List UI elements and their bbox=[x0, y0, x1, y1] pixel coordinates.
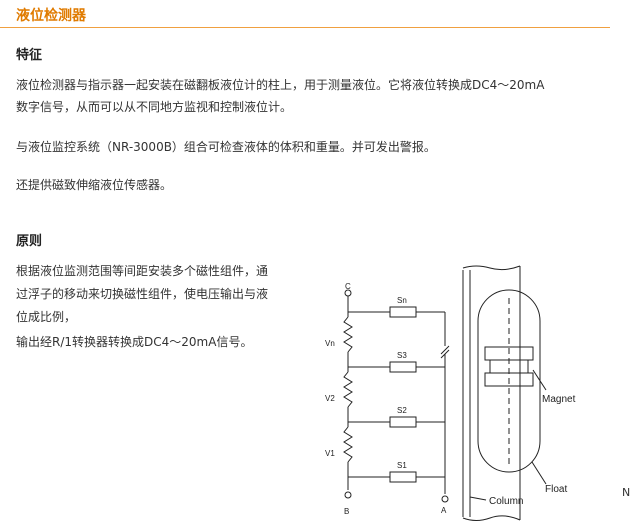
voltage-vn-label: Vn bbox=[325, 339, 335, 348]
resistor-vn bbox=[343, 316, 353, 353]
resistor-v1 bbox=[343, 426, 353, 463]
page-title: 液位检测器 bbox=[16, 8, 86, 24]
principle-line-4: 输出经R/1转换器转换成DC4～20mA信号。 bbox=[16, 335, 253, 349]
column-label: Column bbox=[489, 496, 523, 507]
principle-line-2: 过浮子的移动来切换磁性组件，使电压输出与液 bbox=[16, 287, 269, 301]
switch-s2-label: S2 bbox=[397, 406, 407, 415]
terminal-a-node bbox=[441, 495, 449, 503]
switch-s1 bbox=[389, 471, 417, 483]
features-paragraph-3: 还提供磁致伸缩液位传感器。 bbox=[16, 178, 173, 192]
magnet bbox=[484, 346, 534, 387]
terminal-c-label: C bbox=[345, 282, 351, 291]
principle-heading: 原则 bbox=[16, 234, 43, 249]
switch-s2 bbox=[389, 416, 417, 428]
terminal-b-label: B bbox=[344, 507, 349, 516]
features-paragraph-1-line-2: 数字信号，从而可以从不同地方监视和控制液位计。 bbox=[16, 100, 293, 114]
principle-line-3: 位成比例， bbox=[16, 310, 77, 324]
switch-s1-label: S1 bbox=[397, 461, 407, 470]
title-divider bbox=[0, 27, 610, 28]
features-paragraph-1-line-1: 液位检测器与指示器一起安装在磁翻板液位计的柱上，用于测量液位。它将液位转换成DC… bbox=[16, 78, 545, 92]
edge-glyph: N bbox=[622, 486, 631, 499]
principle-line-1: 根据液位监测范围等间距安装多个磁性组件，通 bbox=[16, 264, 269, 278]
float-label: Float bbox=[545, 484, 567, 495]
switch-sn-label: Sn bbox=[397, 296, 407, 305]
terminal-a-label: A bbox=[441, 506, 447, 515]
features-paragraph-2: 与液位监控系统（NR-3000B）组合可检查液体的体积和重量。并可发出警报。 bbox=[16, 140, 436, 154]
features-heading: 特征 bbox=[16, 48, 43, 63]
terminal-b-node bbox=[344, 491, 352, 499]
voltage-v1-label: V1 bbox=[325, 449, 335, 458]
voltage-v2-label: V2 bbox=[325, 394, 335, 403]
resistor-v2 bbox=[343, 371, 353, 408]
switch-s3 bbox=[389, 361, 417, 373]
switch-sn bbox=[389, 306, 417, 318]
switch-s3-label: S3 bbox=[397, 351, 407, 360]
magnet-label: Magnet bbox=[542, 394, 576, 405]
level-detector-circuit-diagram: C B A Sn S3 S2 S1 Vn V2 V1 Magnet Float … bbox=[325, 265, 576, 521]
column bbox=[462, 265, 521, 521]
